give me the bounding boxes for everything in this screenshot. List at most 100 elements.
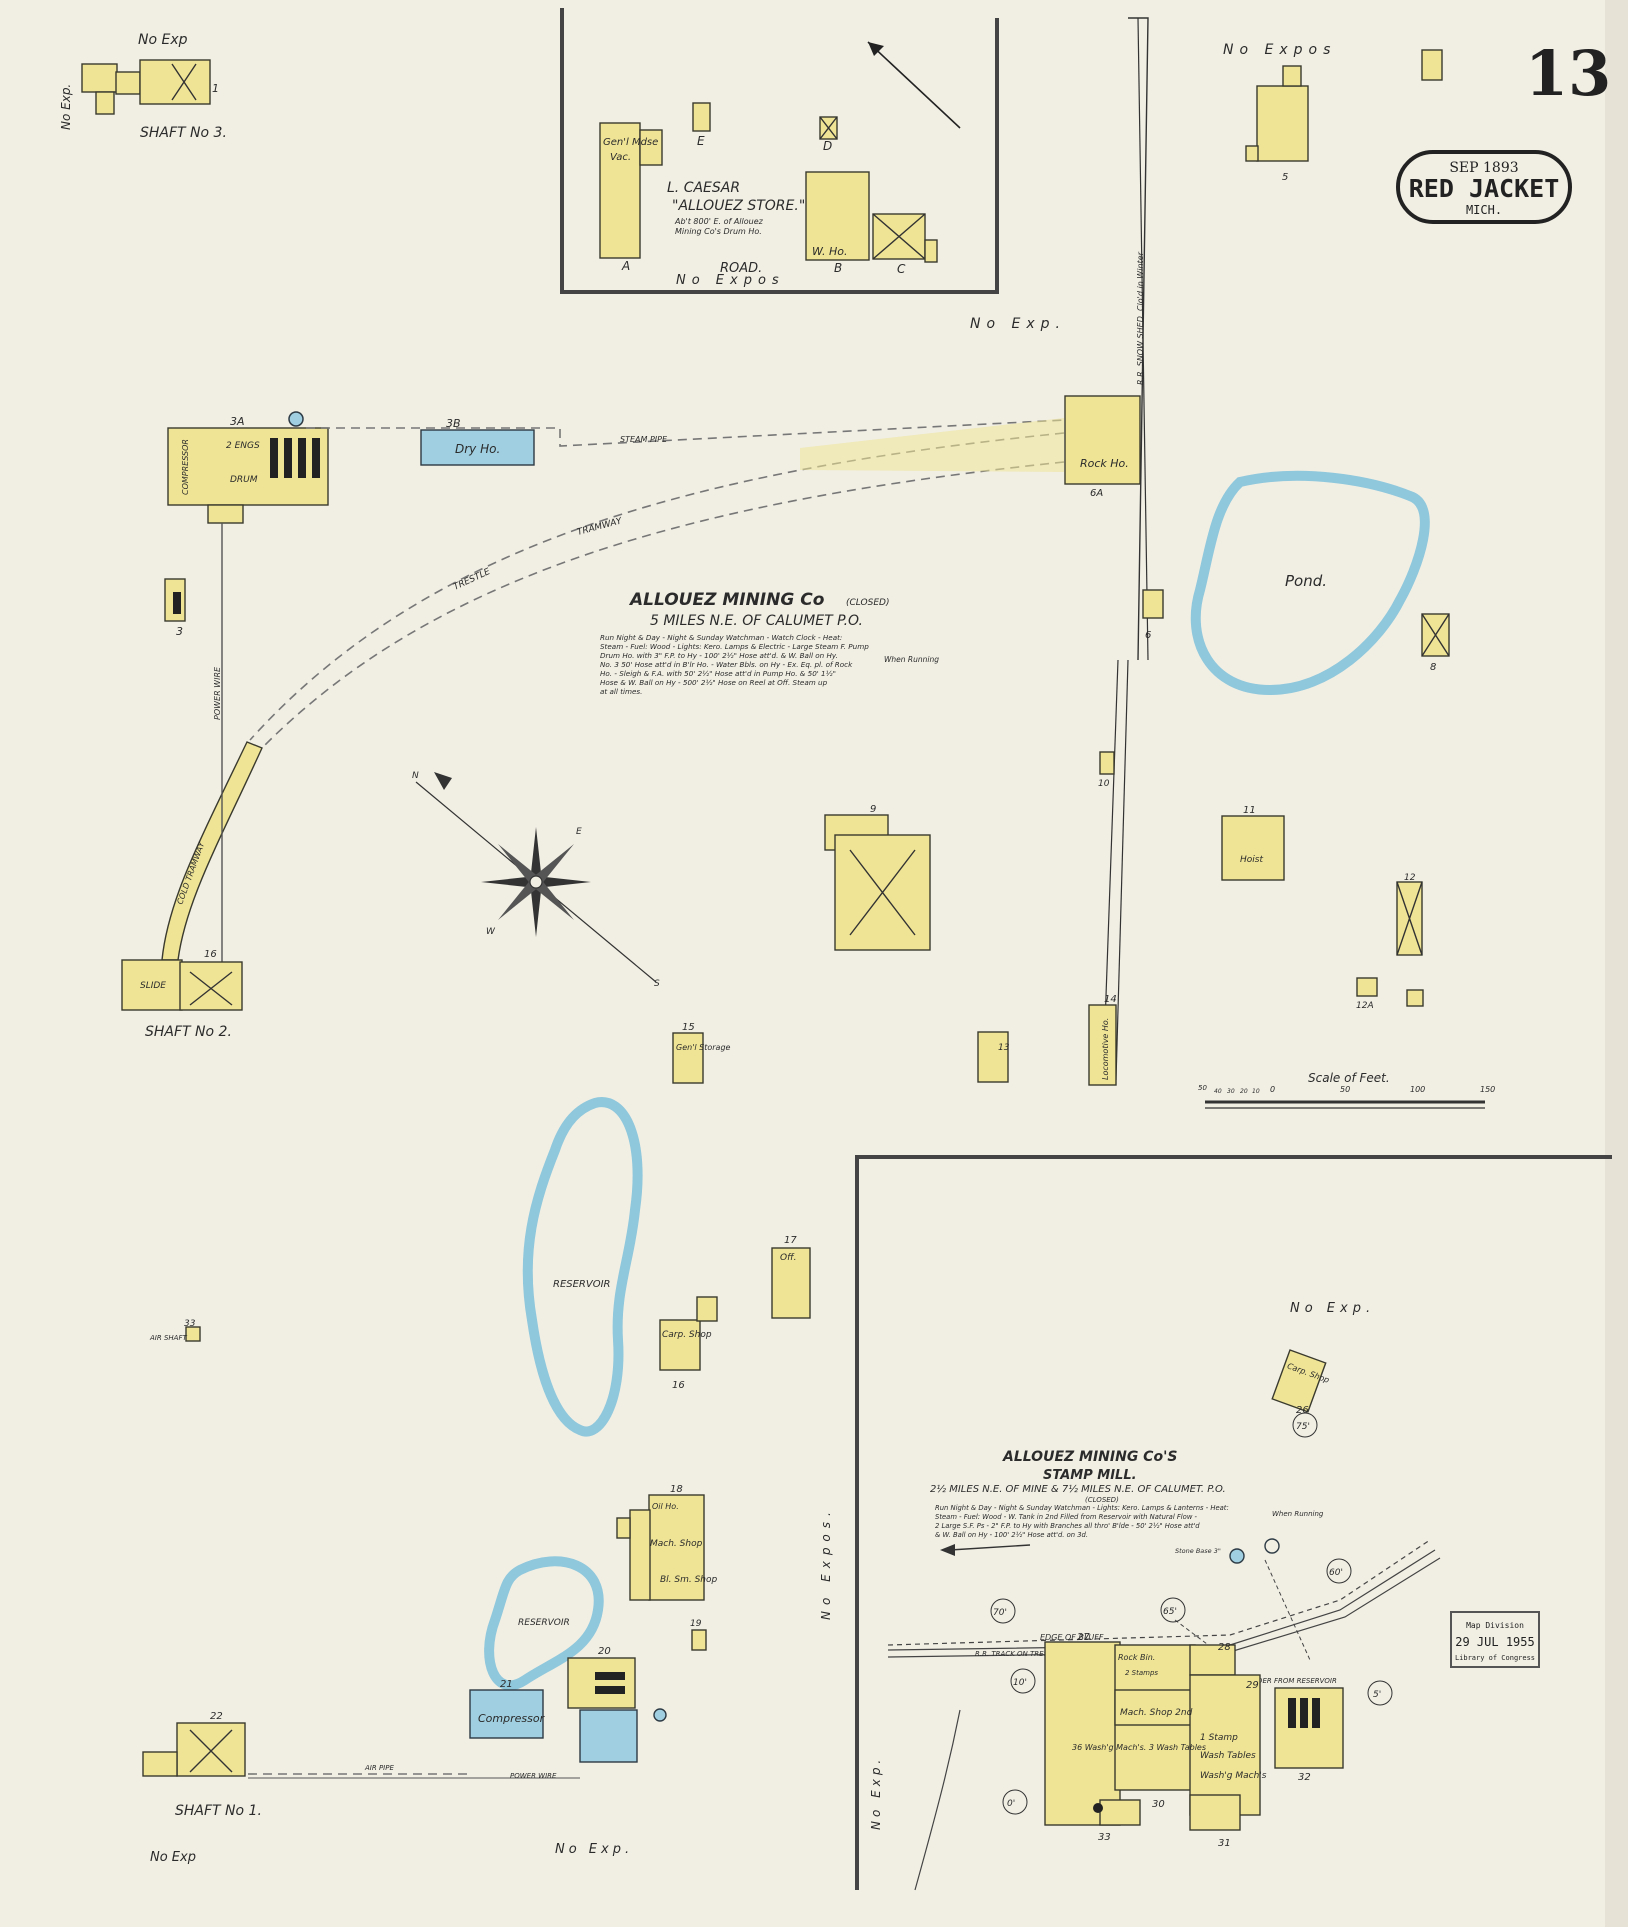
store-wh-label: W. Ho. <box>812 245 847 258</box>
elevation-value: 65' <box>1163 1607 1177 1617</box>
store-owner: L. CAESAR <box>667 180 740 196</box>
company-detail: Steam - Fuel: Wood - Lights: Kero. Lamps… <box>600 642 869 651</box>
rr-snow-shed-east <box>1137 17 1149 661</box>
inset-north-arrow <box>867 41 961 129</box>
store-letter-d: D <box>823 139 832 153</box>
stamp-mill-detail: 2 Large S.F. Ps - 2" F.P. to Hy with Bra… <box>935 1522 1200 1530</box>
stamp-number: 32 <box>1298 1772 1311 1783</box>
trestle-yellow <box>800 418 1064 472</box>
stamp-line-1: Map Division <box>1466 1621 1524 1630</box>
store-c-cross <box>872 213 926 260</box>
stamp-mill-detail: Steam - Fuel: Wood - W. Tank in 2nd Fill… <box>935 1513 1198 1521</box>
drum-2 <box>284 438 292 478</box>
boiler-2 <box>595 1686 625 1694</box>
company-detail: Drum Ho. with 3" F.P. to Hy - 100' 2½" H… <box>600 651 838 660</box>
stamp-number: 29 <box>1246 1680 1259 1691</box>
stamp-mill-detail: & W. Ball on Hy - 100' 2½" Hose att'd. o… <box>935 1531 1088 1539</box>
building-number: 20 <box>598 1646 611 1657</box>
building-10 <box>1099 751 1115 775</box>
exposure-label: No Exp. <box>869 1756 883 1830</box>
exposure-label: No Expos <box>676 273 785 288</box>
store-d-cross <box>819 116 838 140</box>
cartouche-oval <box>1396 150 1572 224</box>
rr-snow-shed-label: R.R. SNOW SHED. Clo'd in Winter <box>1136 251 1145 385</box>
boiler-house-annex <box>579 1709 638 1763</box>
building-number: 33 <box>184 1319 196 1329</box>
building-20 <box>691 1629 707 1651</box>
elevation-marker <box>1326 1558 1352 1584</box>
building-13 <box>977 1031 1009 1083</box>
scale-tick: 100 <box>1410 1085 1425 1094</box>
pond-label: Pond. <box>1285 572 1327 590</box>
mill-boiler-3 <box>1312 1698 1320 1728</box>
office-18 <box>771 1247 811 1319</box>
scale-tick: 150 <box>1480 1085 1495 1094</box>
compass-rose: N E S W <box>412 771 660 989</box>
company-detail: at all times. <box>600 687 642 696</box>
scale-tick: 30 <box>1227 1088 1235 1095</box>
mach-shop-west <box>629 1509 651 1601</box>
company-detail: Hose & W. Ball on Hy - 500' 2½" Hose on … <box>600 678 828 687</box>
reservoir-label: RESERVOIR <box>553 1279 611 1290</box>
stamp-mill-border <box>855 1155 1612 1890</box>
building-number: 3 <box>176 625 183 638</box>
scale-tick: 10 <box>1252 1088 1260 1095</box>
compass-w: W <box>486 927 496 937</box>
inset-north-arrowhead <box>868 42 884 56</box>
building-number: 8 <box>1430 662 1436 673</box>
drum-1 <box>270 438 278 478</box>
power-wire-label-2: POWER WIRE <box>510 1772 557 1780</box>
elevation-marker <box>1160 1597 1186 1623</box>
stamp-number: 33 <box>1098 1832 1111 1843</box>
elevation-marker <box>1002 1789 1028 1815</box>
compressor-22 <box>469 1689 544 1739</box>
stamp-carp-shop <box>1271 1349 1327 1413</box>
company-detail: Ho. - Sleigh & F.A. with 50' 2½" Hose at… <box>600 669 836 678</box>
scale-bar: Scale of Feet. 50 40 30 20 10 0 50 100 1… <box>1198 1071 1495 1109</box>
stamp-mill-when-running: When Running <box>1272 1510 1324 1518</box>
store-building-e <box>692 102 711 132</box>
building-number: 1 <box>212 82 219 95</box>
paper-edge <box>1605 0 1628 1927</box>
building-number: 10 <box>1098 779 1110 789</box>
carp-shop-17 <box>659 1319 701 1371</box>
store-letter-c: C <box>897 262 906 276</box>
shaft-1: 22 SHAFT No 1. <box>142 1711 262 1819</box>
boiler-1 <box>595 1672 625 1680</box>
drum-label: DRUM <box>230 475 258 485</box>
tramway-lower <box>264 461 1065 746</box>
elevation-value: 10' <box>1013 1678 1027 1688</box>
building-small-e <box>1406 989 1424 1007</box>
building-small-ne <box>1421 49 1443 81</box>
scale-tick: 20 <box>1240 1088 1248 1095</box>
stamp-line-2: 29 JUL 1955 <box>1455 1635 1534 1649</box>
building-number: 9 <box>870 804 876 815</box>
store-letter-a: A <box>621 259 630 273</box>
company-distance: 5 MILES N.E. OF CALUMET P.O. <box>650 613 863 629</box>
compass-s: S <box>654 979 660 989</box>
stack-icon <box>653 1708 667 1722</box>
shaft-3: 1 SHAFT No 3. <box>81 59 227 141</box>
exposure-label: No Exp. <box>1290 1301 1375 1316</box>
stamp-number: 28 <box>1218 1642 1231 1653</box>
store-letter-e: E <box>697 134 705 148</box>
building-number: 3A <box>230 415 245 428</box>
edge-of-bluff-label: EDGE OF BLUFF <box>1040 1633 1104 1642</box>
company-detail: No. 3 50' Hose att'd in B'lr Ho. - Water… <box>600 660 853 669</box>
elevation-value: 0' <box>1007 1799 1015 1809</box>
boiler-house-21 <box>567 1657 636 1709</box>
store-c-annex <box>924 239 938 263</box>
scale-tick: 50 <box>1340 1085 1350 1094</box>
mill-rock-bin-annex <box>1189 1644 1236 1676</box>
drum-house: 3A 2 ENGS DRUM COMPRESSOR <box>167 411 329 524</box>
stone-base-stack-icon <box>1229 1548 1245 1564</box>
mill-stack-icon <box>1093 1803 1103 1813</box>
company-detail: Run Night & Day - Night & Sunday Watchma… <box>600 633 842 642</box>
stamp-number: 31 <box>1218 1838 1231 1849</box>
store-note-2: Mining Co's Drum Ho. <box>675 227 762 236</box>
rr-track-label: R.R. TRACK ON TRESTLE <box>975 1650 1061 1658</box>
scale-title: Scale of Feet. <box>1308 1071 1390 1085</box>
stamp-number: 27 <box>1077 1632 1090 1643</box>
building-number: 12A <box>1356 1001 1374 1011</box>
